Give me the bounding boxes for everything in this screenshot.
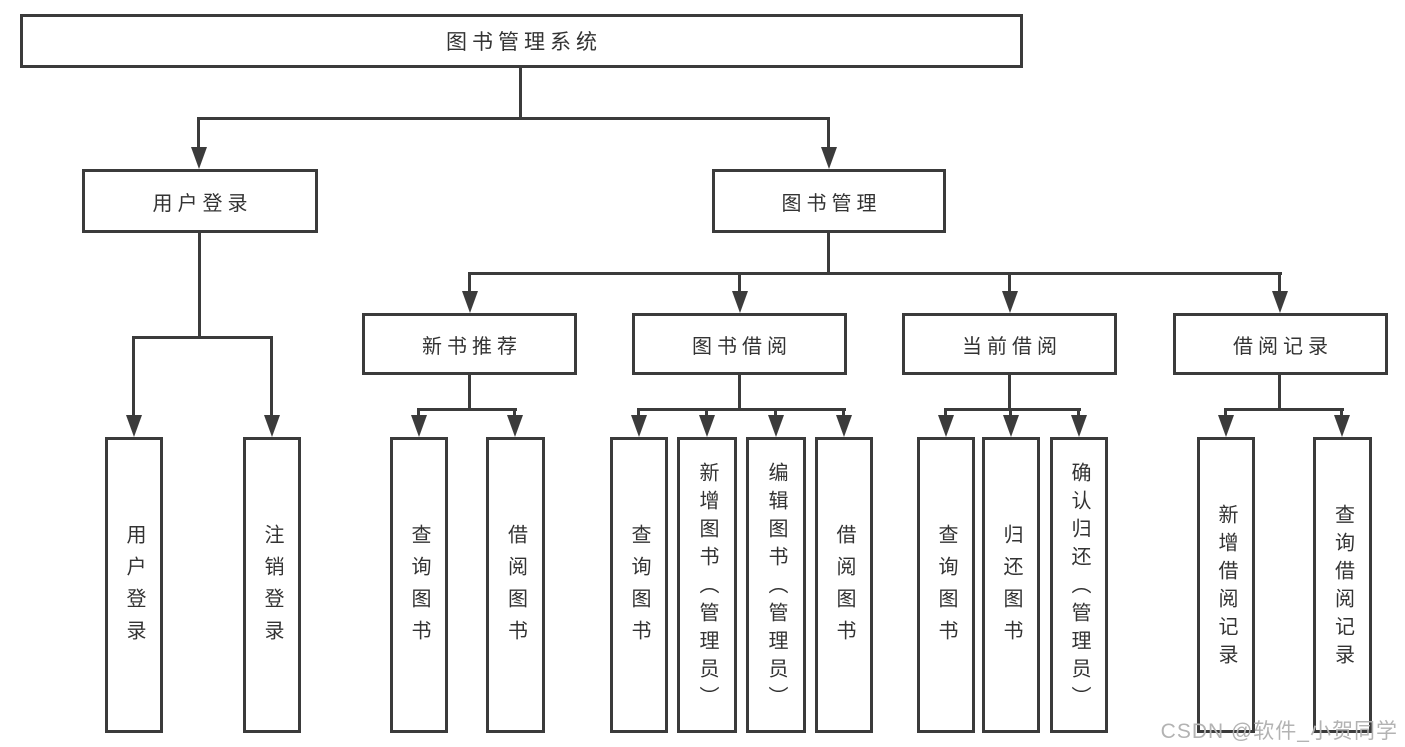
node-current-borrowing: 当前借阅 [902,313,1117,375]
arrow-down-icon [1272,291,1288,313]
leaf-borrow-books: 借阅图书 [815,437,873,733]
arrow-down-icon [1003,415,1019,437]
node-library-management-system: 图书管理系统 [20,14,1023,68]
arrow-down-icon [938,415,954,437]
node-user-login: 用户登录 [82,169,318,233]
arrow-down-icon [1071,415,1087,437]
leaf-user-login: 用户登录 [105,437,163,733]
csdn-watermark: CSDN @软件_小贺同学 [1160,720,1398,743]
connector-line [705,408,708,419]
connector-line [132,336,273,339]
connector-line [637,408,846,411]
leaf-add-book-admin: 新增图书（管理员） [677,437,737,733]
arrow-down-icon [1218,415,1234,437]
arrow-down-icon [264,415,280,437]
arrow-down-icon [821,147,837,169]
connector-line [842,408,845,419]
arrow-down-icon [631,415,647,437]
connector-line [468,375,471,411]
connector-line [774,408,777,419]
arrow-down-icon [462,291,478,313]
connector-line [1008,272,1011,294]
connector-line [1340,408,1343,419]
arrow-down-icon [191,147,207,169]
connector-line [1008,375,1011,411]
connector-line [197,117,200,149]
connector-line [132,336,135,417]
arrow-down-icon [507,415,523,437]
arrow-down-icon [768,415,784,437]
connector-line [827,117,830,149]
node-borrowing-records: 借阅记录 [1173,313,1388,375]
leaf-borrow-books-recommend: 借阅图书 [486,437,545,733]
leaf-query-borrow-record: 查询借阅记录 [1313,437,1372,733]
connector-line [198,233,201,339]
arrow-down-icon [126,415,142,437]
connector-line [1278,272,1281,294]
connector-line [417,408,517,411]
leaf-edit-book-admin: 编辑图书（管理员） [746,437,806,733]
arrow-down-icon [411,415,427,437]
arrow-down-icon [836,415,852,437]
connector-line [827,233,830,275]
connector-line [197,117,830,120]
connector-line [417,408,420,419]
connector-line [1224,408,1227,419]
connector-line [270,336,273,417]
arrow-down-icon [1002,291,1018,313]
connector-line [637,408,640,419]
arrow-down-icon [732,291,748,313]
connector-line [1224,408,1344,411]
leaf-query-books-borrow: 查询图书 [610,437,668,733]
leaf-logout: 注销登录 [243,437,301,733]
connector-line [1077,408,1080,419]
arrow-down-icon [1334,415,1350,437]
leaf-return-book: 归还图书 [982,437,1040,733]
connector-line [468,272,471,294]
arrow-down-icon [699,415,715,437]
leaf-query-books-recommend: 查询图书 [390,437,448,733]
leaf-add-borrow-record: 新增借阅记录 [1197,437,1255,733]
connector-line [738,375,741,411]
connector-line [1009,408,1012,419]
leaf-query-books-current: 查询图书 [917,437,975,733]
connector-line [519,68,522,120]
node-new-book-recommendation: 新书推荐 [362,313,577,375]
connector-line [944,408,947,419]
connector-line [513,408,516,419]
leaf-confirm-return-admin: 确认归还（管理员） [1050,437,1108,733]
node-book-management: 图书管理 [712,169,946,233]
connector-line [1278,375,1281,411]
connector-line [944,408,1081,411]
connector-line [738,272,741,294]
connector-line [468,272,1282,275]
node-book-borrowing: 图书借阅 [632,313,847,375]
